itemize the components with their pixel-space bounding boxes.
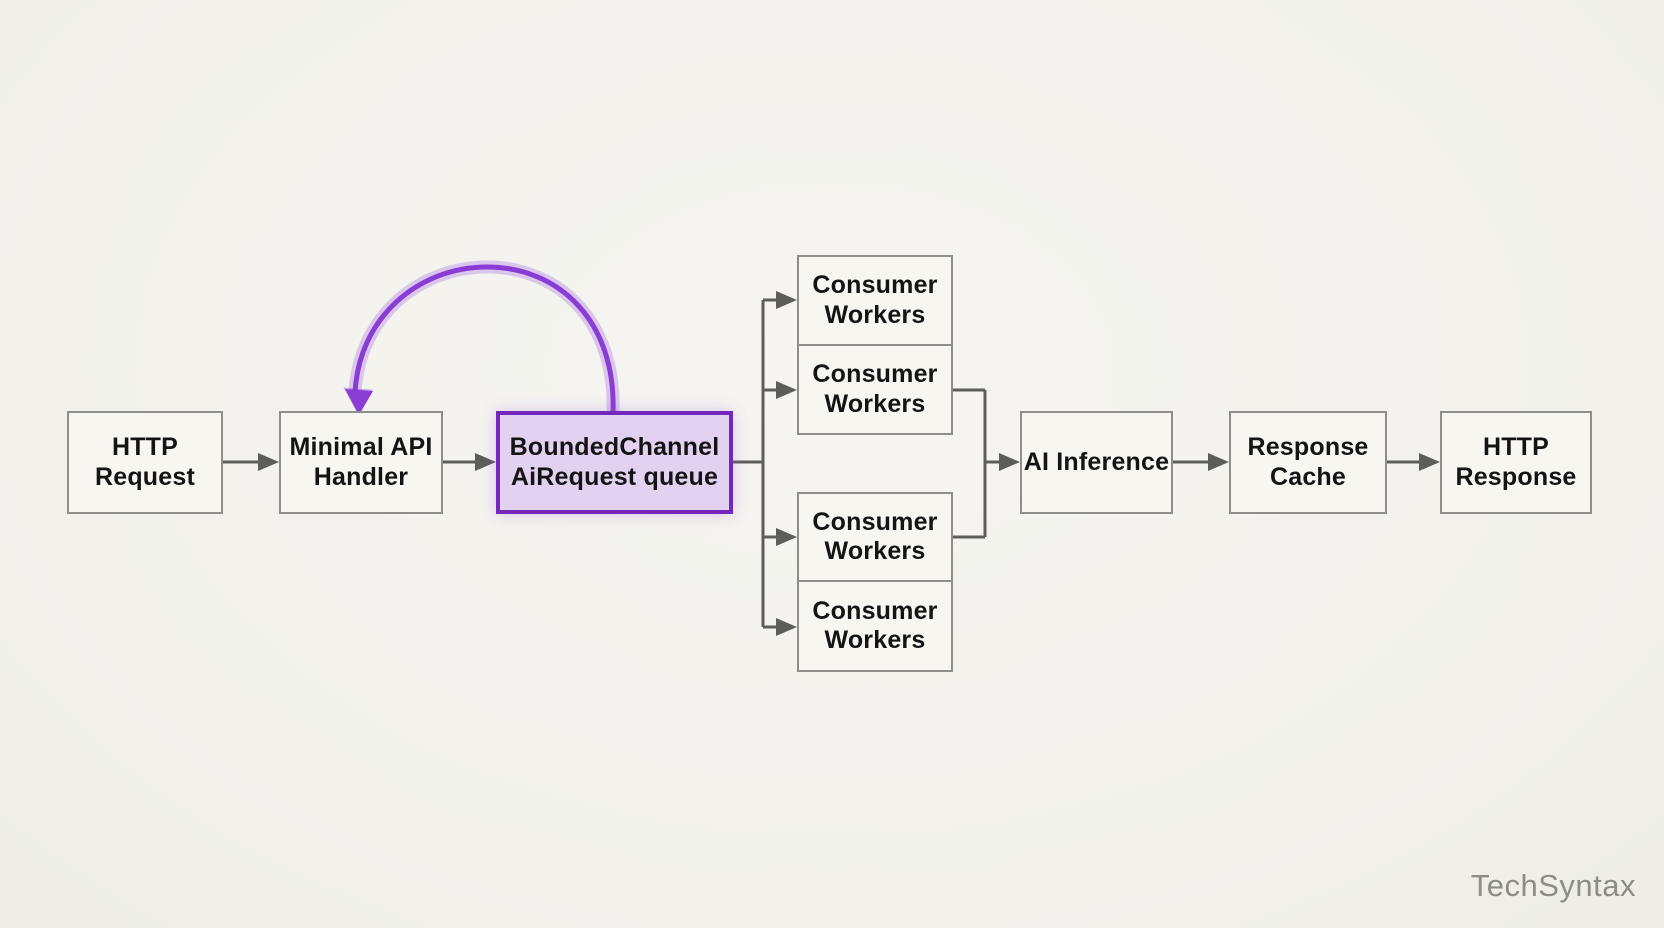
node-bounded-channel-queue: BoundedChannel AiRequest queue xyxy=(496,411,733,514)
node-minimal-api-handler: Minimal API Handler xyxy=(279,411,443,514)
node-ai-inference: AI Inference xyxy=(1020,411,1173,514)
feedback-arrow xyxy=(343,260,620,419)
node-consumer-workers-4: Consumer Workers xyxy=(797,580,953,672)
watermark: TechSyntax xyxy=(1470,868,1636,903)
node-consumer-workers-1: Consumer Workers xyxy=(797,255,953,346)
node-http-response: HTTP Response xyxy=(1440,411,1592,514)
node-response-cache: Response Cache xyxy=(1229,411,1387,514)
node-http-request: HTTP Request xyxy=(67,411,223,514)
gray-arrowheads xyxy=(258,291,1440,636)
node-consumer-workers-3: Consumer Workers xyxy=(797,492,953,582)
node-consumer-workers-2: Consumer Workers xyxy=(797,344,953,435)
feedback-arrowhead xyxy=(345,389,373,415)
gray-connectors xyxy=(223,298,1423,629)
